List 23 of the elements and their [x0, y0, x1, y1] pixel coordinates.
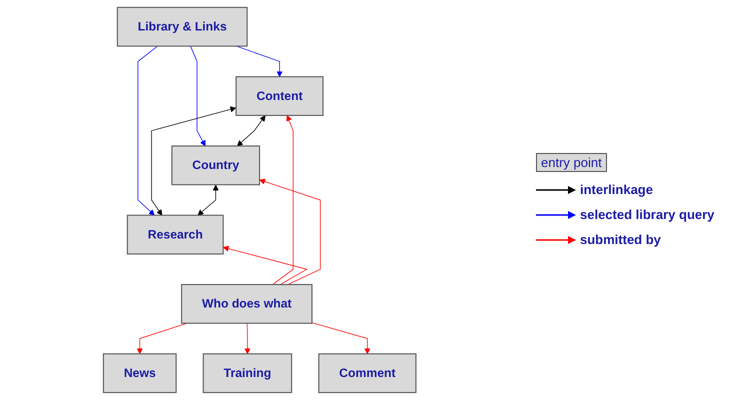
- arrow: [237, 115, 266, 146]
- arrow: [244, 322, 251, 354]
- legend-label: submitted by: [580, 232, 661, 247]
- arrow: [198, 184, 220, 216]
- arrow: [190, 46, 206, 146]
- node-box: Training: [203, 353, 292, 394]
- arrow: [236, 46, 283, 77]
- node-box: Content: [236, 76, 324, 116]
- node-box: News: [103, 353, 177, 394]
- node-box: Country: [172, 145, 260, 186]
- legend-swatch: entry point: [536, 153, 607, 172]
- arrow: [223, 246, 308, 285]
- legend-label: selected library query: [580, 207, 714, 222]
- arrow: [260, 178, 321, 285]
- arrow: [152, 106, 236, 216]
- node-box: Who does what: [181, 284, 313, 324]
- arrow: [312, 322, 371, 354]
- node-box: Research: [127, 214, 224, 254]
- node-box: Library & Links: [117, 6, 248, 47]
- arrow: [272, 115, 294, 285]
- legend-label: interlinkage: [580, 182, 653, 197]
- node-box: Comment: [318, 353, 417, 394]
- arrow: [138, 46, 158, 216]
